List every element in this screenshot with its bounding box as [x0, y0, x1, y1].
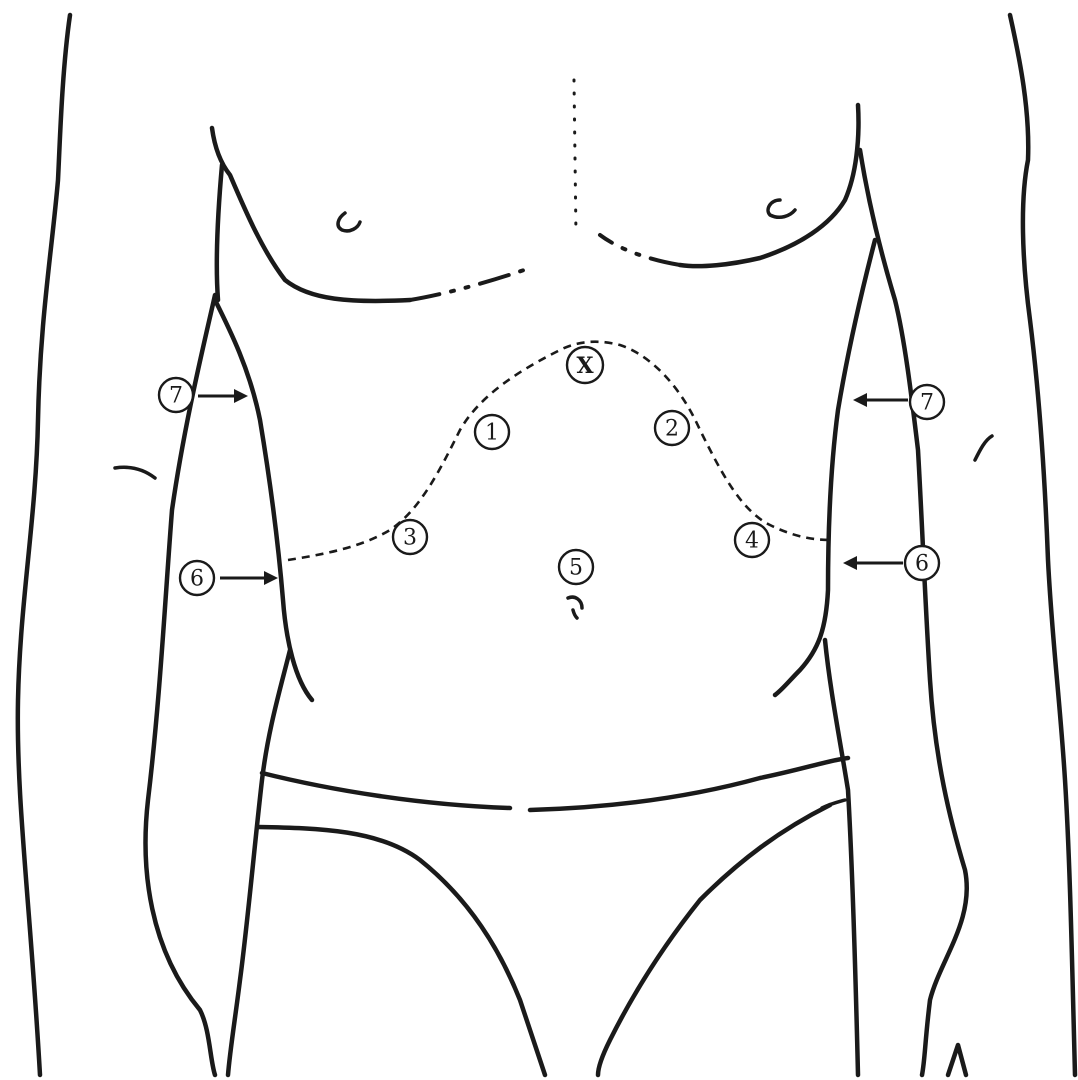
navel — [568, 597, 582, 618]
marker-4: 4 — [735, 523, 769, 557]
marker-7-right-label: 7 — [920, 391, 934, 416]
right-torso-side — [775, 240, 875, 695]
left-arm-crease — [115, 467, 155, 478]
waistband-upper-right — [530, 758, 848, 810]
waistband-upper — [262, 773, 510, 808]
marker-7-right: 7 — [910, 385, 944, 419]
right-hip-tick — [822, 800, 845, 808]
left-chest-lower-line — [410, 268, 530, 300]
arrowhead-six-right — [843, 556, 857, 570]
marker-x-label: X — [576, 353, 594, 379]
sternum-midline — [574, 80, 576, 235]
right-torso-lower — [825, 640, 858, 1075]
right-chest-lower-line — [600, 235, 680, 265]
left-armpit-line — [217, 165, 222, 300]
left-torso-side — [215, 300, 312, 700]
marker-2-label: 2 — [665, 417, 679, 442]
right-arm-inner-edge — [860, 150, 967, 1075]
marker-3-label: 3 — [403, 526, 417, 551]
marker-2: 2 — [655, 411, 689, 445]
marker-6-left-label: 6 — [190, 567, 204, 592]
marker-6-right: 6 — [905, 546, 939, 580]
waistband-lower-right — [598, 805, 830, 1075]
body-outline — [18, 15, 1075, 1075]
marker-4-label: 4 — [745, 529, 759, 554]
marker-5-label: 5 — [569, 556, 583, 581]
right-hand-fragment — [948, 1045, 966, 1075]
arrowhead-seven-left — [234, 389, 248, 403]
right-shoulder-line — [680, 105, 858, 266]
marker-5: 5 — [559, 550, 593, 584]
right-nipple — [768, 200, 795, 217]
marker-1: 1 — [475, 415, 509, 449]
marker-3: 3 — [393, 520, 427, 554]
left-torso-lower — [228, 650, 290, 1075]
marker-x: X — [567, 347, 603, 383]
marker-1-label: 1 — [485, 421, 499, 446]
waistband-lower — [258, 827, 545, 1075]
right-arm-crease — [975, 436, 992, 460]
left-nipple — [338, 213, 360, 231]
left-arm-outer-edge — [18, 15, 70, 1075]
marker-6-left: 6 — [180, 561, 214, 595]
arrows — [198, 389, 908, 585]
marker-7-left: 7 — [159, 378, 193, 412]
right-arm-outer-edge — [1010, 15, 1075, 1075]
marker-6-right-label: 6 — [915, 552, 929, 577]
arrowhead-six-left — [264, 571, 278, 585]
marker-7-left-label: 7 — [169, 384, 183, 409]
left-shoulder-line — [212, 128, 410, 301]
arrowhead-seven-right — [853, 393, 867, 407]
